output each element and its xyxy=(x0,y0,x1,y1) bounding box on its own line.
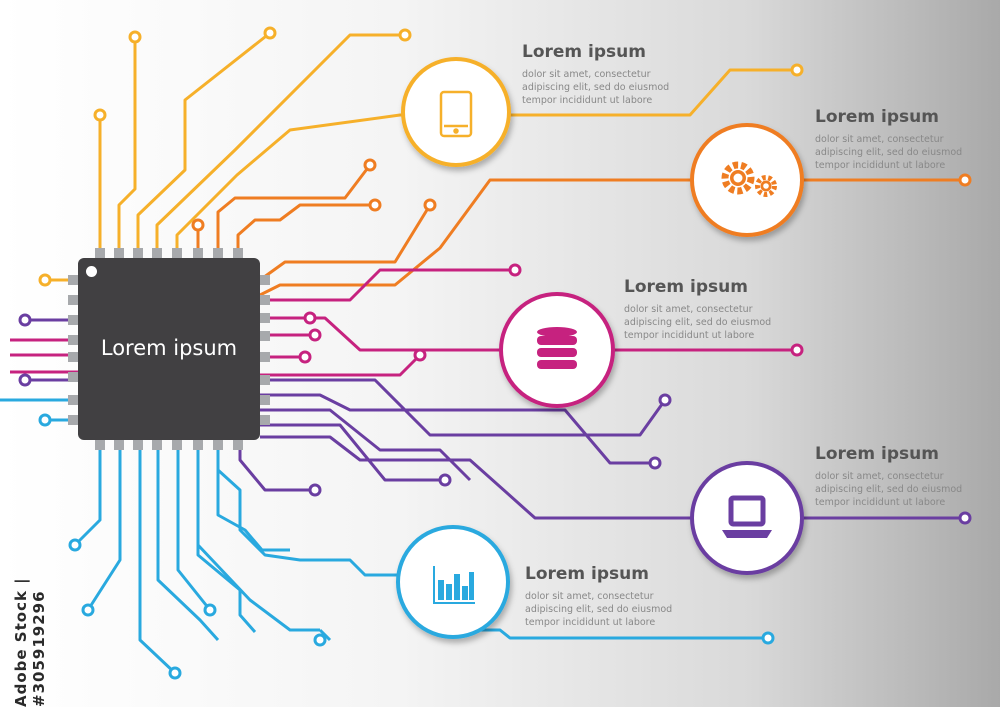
laptop-icon xyxy=(722,495,772,538)
trace-terminals xyxy=(18,26,972,680)
info-block-2: Lorem ipsum dolor sit amet, consectetur … xyxy=(815,107,962,172)
node-database xyxy=(499,292,615,408)
info-line: dolor sit amet, consectetur xyxy=(522,69,651,80)
node-bar-chart xyxy=(396,525,510,639)
info-line: tempor incididunt ut labore xyxy=(525,617,656,628)
info-line: dolor sit amet, consectetur xyxy=(815,134,944,145)
info-block-4: Lorem ipsum dolor sit amet, consectetur … xyxy=(815,444,962,509)
info-line: tempor incididunt ut labore xyxy=(522,95,653,106)
info-line: tempor incididunt ut labore xyxy=(815,497,946,508)
info-block-5: Lorem ipsum dolor sit amet, consectetur … xyxy=(525,564,672,629)
info-line: tempor incididunt ut labore xyxy=(624,330,755,341)
bar-chart-icon xyxy=(433,566,475,604)
info-title: Lorem ipsum xyxy=(522,42,646,62)
node-gears xyxy=(690,123,804,237)
chip-orientation-dot xyxy=(86,266,97,277)
traces-blue xyxy=(0,398,768,675)
info-line: adipiscing elit, sed do eiusmod xyxy=(525,604,673,615)
info-line: adipiscing elit, sed do eiusmod xyxy=(815,147,963,158)
stock-watermark: Adobe Stock | #305919296 xyxy=(12,577,48,707)
info-line: dolor sit amet, consectetur xyxy=(624,304,753,315)
tablet-icon xyxy=(439,90,473,138)
info-title: Lorem ipsum xyxy=(525,564,649,584)
traces-yellow xyxy=(45,31,797,282)
info-title: Lorem ipsum xyxy=(815,107,939,127)
cpu-chip: Lorem ipsum xyxy=(78,258,260,440)
node-tablet xyxy=(401,57,511,167)
info-line: dolor sit amet, consectetur xyxy=(525,591,654,602)
info-line: adipiscing elit, sed do eiusmod xyxy=(624,317,772,328)
info-line: dolor sit amet, consectetur xyxy=(815,471,944,482)
node-laptop xyxy=(690,461,804,575)
gears-icon xyxy=(721,161,777,197)
info-line: tempor incididunt ut labore xyxy=(815,160,946,171)
info-title: Lorem ipsum xyxy=(815,444,939,464)
database-icon xyxy=(537,327,577,369)
info-title: Lorem ipsum xyxy=(624,277,748,297)
traces-orange xyxy=(196,164,965,297)
info-block-1: Lorem ipsum dolor sit amet, consectetur … xyxy=(522,42,669,107)
chip-label: Lorem ipsum xyxy=(100,336,238,360)
info-line: adipiscing elit, sed do eiusmod xyxy=(815,484,963,495)
info-block-3: Lorem ipsum dolor sit amet, consectetur … xyxy=(624,277,771,342)
info-line: adipiscing elit, sed do eiusmod xyxy=(522,82,670,93)
chip-pins xyxy=(68,248,270,450)
